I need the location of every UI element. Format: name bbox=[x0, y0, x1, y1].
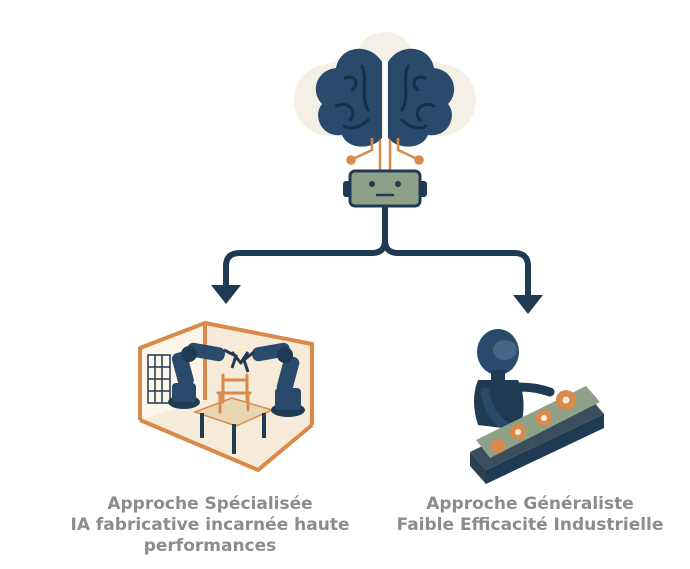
caption-generalist-line-2: Faible Efficacité Industrielle bbox=[396, 515, 664, 535]
caption-specialized-approach: Approche Spécialisée IA fabricative inca… bbox=[20, 494, 400, 557]
circuit-connectors bbox=[346, 138, 424, 170]
caption-generalist-line-1: Approche Généraliste bbox=[426, 494, 634, 514]
caption-specialized-line-1: Approche Spécialisée bbox=[107, 494, 313, 514]
caption-specialized-line-3: performances bbox=[143, 536, 277, 556]
caption-generalist-approach: Approche Généraliste Faible Efficacité I… bbox=[380, 494, 680, 536]
connector-arrows bbox=[223, 207, 531, 298]
arrow-head-left bbox=[211, 285, 241, 304]
robot-head-icon bbox=[343, 169, 427, 208]
robotic-cell-icon bbox=[138, 321, 314, 472]
caption-specialized-line-2: IA fabricative incarnée haute bbox=[70, 515, 350, 535]
arrow-head-right bbox=[513, 295, 543, 314]
humanoid-robot-icon bbox=[470, 329, 604, 484]
brain-icon bbox=[315, 48, 455, 147]
